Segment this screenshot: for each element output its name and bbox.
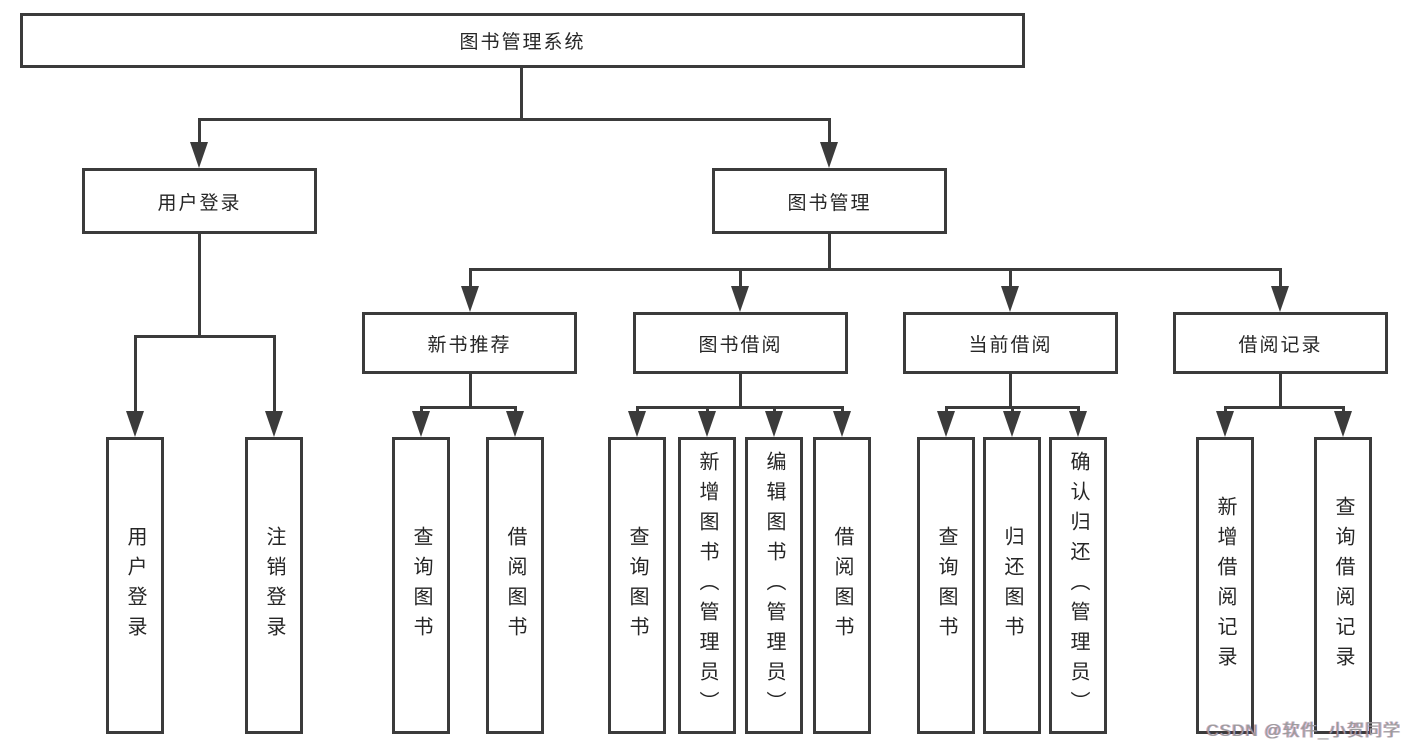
node-current-borrow: 当前借阅 <box>903 312 1118 374</box>
edge-stem-leaf <box>773 406 776 411</box>
csdn-watermark: CSDN @软件_小贺同学 <box>1206 721 1401 740</box>
edge-newbook-drop <box>469 374 472 406</box>
node-book-management: 图书管理 <box>712 168 947 234</box>
edge-stem-leaf <box>1342 406 1345 411</box>
leaf-query-borrow-record: 查询借阅记录 <box>1314 437 1372 734</box>
node-label: 图书借阅 <box>698 334 783 356</box>
leaf-label: 借阅图书 <box>504 525 526 646</box>
edge-borrow-drop <box>739 374 742 406</box>
leaf-edit-book-admin: 编辑图书（管理员） <box>745 437 803 734</box>
leaf-query-book: 查询图书 <box>392 437 450 734</box>
arrow-down-icon <box>820 142 838 168</box>
arrow-down-icon <box>1069 411 1087 437</box>
leaf-query-book: 查询图书 <box>608 437 666 734</box>
arrow-down-icon <box>833 411 851 437</box>
leaf-query-book: 查询图书 <box>917 437 975 734</box>
arrow-down-icon <box>1001 286 1019 312</box>
arrow-down-icon <box>1334 411 1352 437</box>
arrow-down-icon <box>265 411 283 437</box>
node-book-borrow: 图书借阅 <box>633 312 848 374</box>
leaf-add-borrow-record: 新增借阅记录 <box>1196 437 1254 734</box>
leaf-label: 新增借阅记录 <box>1214 495 1236 676</box>
edge-stem-book-mgmt <box>828 118 831 142</box>
leaf-label: 借阅图书 <box>831 525 853 646</box>
edge-root-drop <box>520 68 523 118</box>
leaf-label: 注销登录 <box>263 525 285 646</box>
node-user-login: 用户登录 <box>82 168 317 234</box>
leaf-label: 查询图书 <box>935 525 957 646</box>
edge-stem-leaf <box>706 406 709 411</box>
leaf-label: 确认归还（管理员） <box>1067 450 1089 721</box>
leaf-label: 查询图书 <box>410 525 432 646</box>
arrow-down-icon <box>412 411 430 437</box>
edge-login-drop <box>198 233 201 335</box>
edge-stem-leaf <box>273 335 276 411</box>
edge-stem-leaf <box>134 335 137 411</box>
arrow-down-icon <box>698 411 716 437</box>
edge-stem-level3 <box>469 268 472 286</box>
edge-current-drop <box>1009 374 1012 406</box>
leaf-add-book-admin: 新增图书（管理员） <box>678 437 736 734</box>
edge-root-rail <box>198 118 831 121</box>
node-label: 新书推荐 <box>427 334 512 356</box>
arrow-down-icon <box>1003 411 1021 437</box>
node-root: 图书管理系统 <box>20 13 1025 68</box>
node-label: 用户登录 <box>157 192 242 214</box>
edge-stem-level3 <box>1279 268 1282 286</box>
leaf-return-book: 归还图书 <box>983 437 1041 734</box>
node-new-book-recommend: 新书推荐 <box>362 312 577 374</box>
edge-record-rail <box>1224 406 1345 409</box>
edge-stem-user-login <box>198 118 201 142</box>
edge-stem-leaf <box>1077 406 1080 411</box>
leaf-label: 归还图书 <box>1001 525 1023 646</box>
node-borrow-record: 借阅记录 <box>1173 312 1388 374</box>
leaf-label: 查询图书 <box>626 525 648 646</box>
node-root-label: 图书管理系统 <box>459 32 586 53</box>
edge-stem-leaf <box>1224 406 1227 411</box>
arrow-down-icon <box>461 286 479 312</box>
arrow-down-icon <box>937 411 955 437</box>
arrow-down-icon <box>506 411 524 437</box>
edge-stem-leaf <box>841 406 844 411</box>
leaf-logout: 注销登录 <box>245 437 303 734</box>
edge-stem-level3 <box>1009 268 1012 286</box>
edge-stem-leaf <box>1011 406 1014 411</box>
edge-stem-leaf <box>514 406 517 411</box>
edge-borrow-rail <box>636 406 844 409</box>
edge-stem-leaf <box>945 406 948 411</box>
node-label: 当前借阅 <box>968 334 1053 356</box>
leaf-label: 查询借阅记录 <box>1332 495 1354 676</box>
arrow-down-icon <box>628 411 646 437</box>
arrow-down-icon <box>126 411 144 437</box>
edge-mgmt-drop <box>828 234 831 268</box>
edge-login-rail <box>134 335 276 338</box>
leaf-label: 用户登录 <box>124 525 146 646</box>
node-label: 图书管理 <box>787 192 872 214</box>
leaf-label: 新增图书（管理员） <box>696 450 718 721</box>
arrow-down-icon <box>765 411 783 437</box>
leaf-user-login: 用户登录 <box>106 437 164 734</box>
edge-stem-level3 <box>739 268 742 286</box>
arrow-down-icon <box>731 286 749 312</box>
leaf-confirm-return-admin: 确认归还（管理员） <box>1049 437 1107 734</box>
arrow-down-icon <box>1216 411 1234 437</box>
node-label: 借阅记录 <box>1238 334 1323 356</box>
arrow-down-icon <box>1271 286 1289 312</box>
edge-record-drop <box>1279 374 1282 406</box>
edge-stem-leaf <box>636 406 639 411</box>
edge-newbook-rail <box>420 406 517 409</box>
edge-mgmt-rail <box>469 268 1282 271</box>
leaf-borrow-book: 借阅图书 <box>813 437 871 734</box>
arrow-down-icon <box>190 142 208 168</box>
edge-stem-leaf <box>420 406 423 411</box>
leaf-borrow-book: 借阅图书 <box>486 437 544 734</box>
leaf-label: 编辑图书（管理员） <box>763 450 785 721</box>
